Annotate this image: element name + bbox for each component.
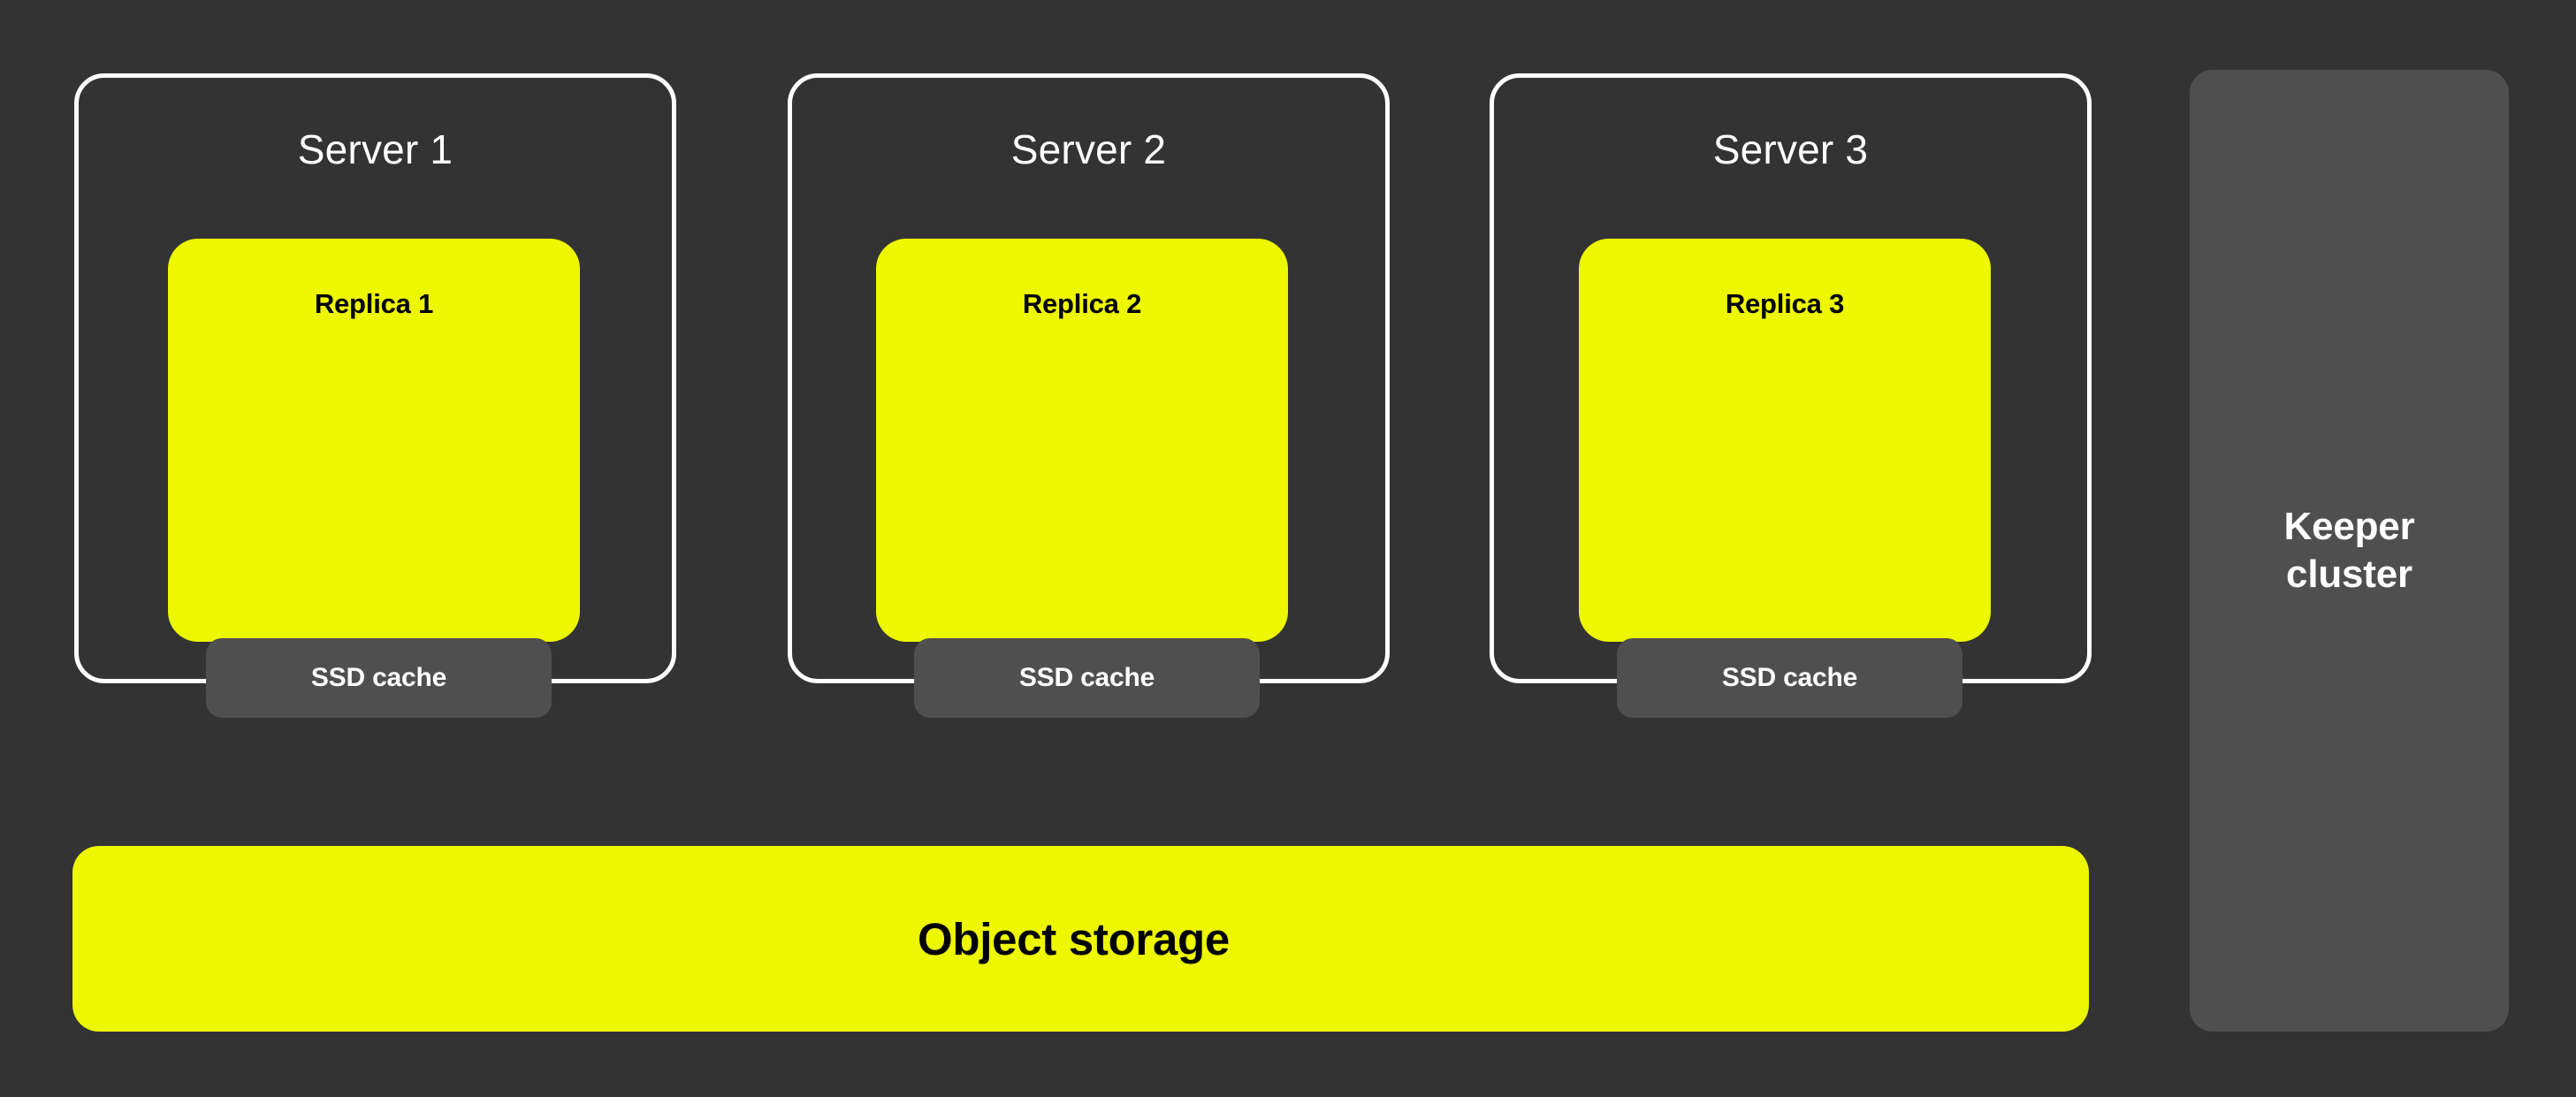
replica-block-1: Replica 1 xyxy=(168,239,580,642)
replica-label-3: Replica 3 xyxy=(1725,288,1845,319)
ssd-cache-3: SSD cache xyxy=(1617,638,1962,718)
replica-label-2: Replica 2 xyxy=(1022,288,1142,319)
ssd-cache-label-3: SSD cache xyxy=(1721,663,1858,692)
replica-block-2: Replica 2 xyxy=(876,239,1288,642)
ssd-cache-label-2: SSD cache xyxy=(1018,663,1155,692)
ssd-cache-1: SSD cache xyxy=(206,638,552,718)
object-storage-block: Object storage xyxy=(72,846,2089,1032)
server-title-2: Server 2 xyxy=(1010,126,1167,172)
object-storage-label: Object storage xyxy=(918,913,1230,964)
keeper-cluster-block: Keeper cluster xyxy=(2190,70,2509,1032)
replica-block-3: Replica 3 xyxy=(1579,239,1991,642)
server-title-3: Server 3 xyxy=(1712,126,1869,172)
ssd-cache-2: SSD cache xyxy=(914,638,1260,718)
replica-label-1: Replica 1 xyxy=(314,288,434,319)
server-title-1: Server 1 xyxy=(297,126,453,172)
ssd-cache-label-1: SSD cache xyxy=(310,663,447,692)
keeper-cluster-label: Keeper cluster xyxy=(2283,505,2415,596)
